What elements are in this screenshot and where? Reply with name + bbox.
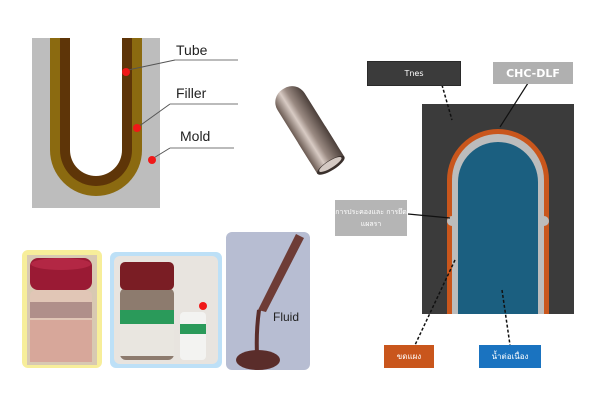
filler-label: Filler: [176, 85, 207, 101]
label-chc-dlf: CHC-DLF: [493, 62, 573, 84]
paste-bottles-photo: [110, 252, 222, 368]
mold-label: Mold: [180, 128, 211, 144]
tube-label: Tube: [176, 42, 208, 58]
fluid-label: Fluid: [273, 310, 300, 324]
mold-marker: [148, 156, 156, 164]
metal-capsule-photo: [275, 86, 345, 175]
u-tube-diagram: [32, 38, 238, 208]
fluid-photo: [226, 232, 310, 370]
label-bottom-right: น้ำต่อเนื่อง: [479, 345, 541, 368]
filler-marker: [133, 124, 141, 132]
fluid-core: [458, 142, 538, 314]
tube-marker: [122, 68, 130, 76]
label-side: การประคองและ การยึดแผลรา: [335, 200, 407, 236]
label-top-left: Tnes: [367, 61, 461, 86]
cross-section-diagram: [407, 79, 574, 346]
powder-jar-photo: [22, 250, 102, 368]
tube-interior: [70, 38, 122, 176]
label-bottom-left: ขดแผง: [384, 345, 434, 368]
bottle-marker: [199, 302, 207, 310]
